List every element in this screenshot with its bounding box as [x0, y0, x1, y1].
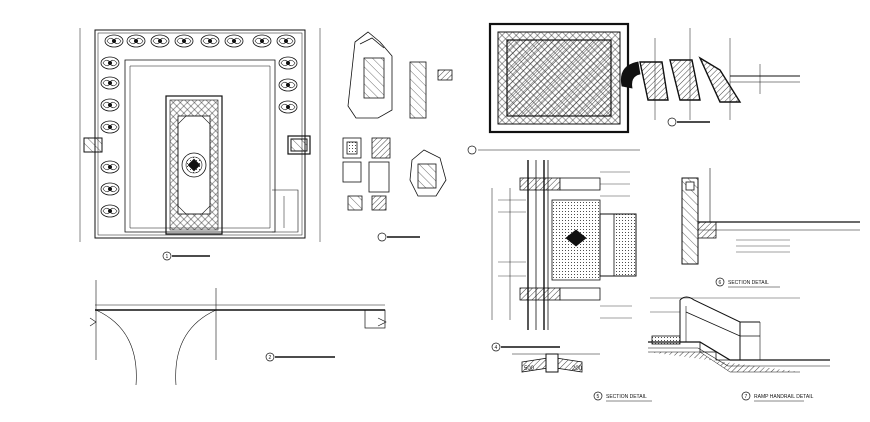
dimension-left: 500 — [524, 366, 535, 372]
tag-b: 2 — [269, 355, 272, 361]
tag-c: 4 — [495, 345, 498, 351]
parapet-section: 6 SECTION DETAIL — [681, 168, 860, 288]
door-plan: 2 — [89, 280, 387, 386]
tag-d: 5 — [597, 394, 600, 400]
tag-a: 1 — [166, 254, 169, 260]
ramp-handrail-detail: 7 RAMP HANDRAIL DETAIL — [648, 296, 830, 402]
slab-detail — [467, 22, 640, 155]
mullion-section: 500 200 5 SECTION DETAIL — [512, 353, 652, 402]
stair-elevation — [620, 28, 800, 127]
ramp-handrail-label: RAMP HANDRAIL DETAIL — [754, 394, 814, 400]
furniture-details — [342, 31, 453, 242]
landscape-plan: 1 — [79, 28, 321, 261]
section-detail-label-1: SECTION DETAIL — [606, 394, 647, 400]
tag-e: 6 — [719, 280, 722, 286]
tag-f: 7 — [745, 394, 748, 400]
dimension-right: 200 — [572, 366, 583, 372]
wall-section: 4 — [491, 160, 637, 352]
section-detail-label-2: SECTION DETAIL — [728, 280, 769, 286]
